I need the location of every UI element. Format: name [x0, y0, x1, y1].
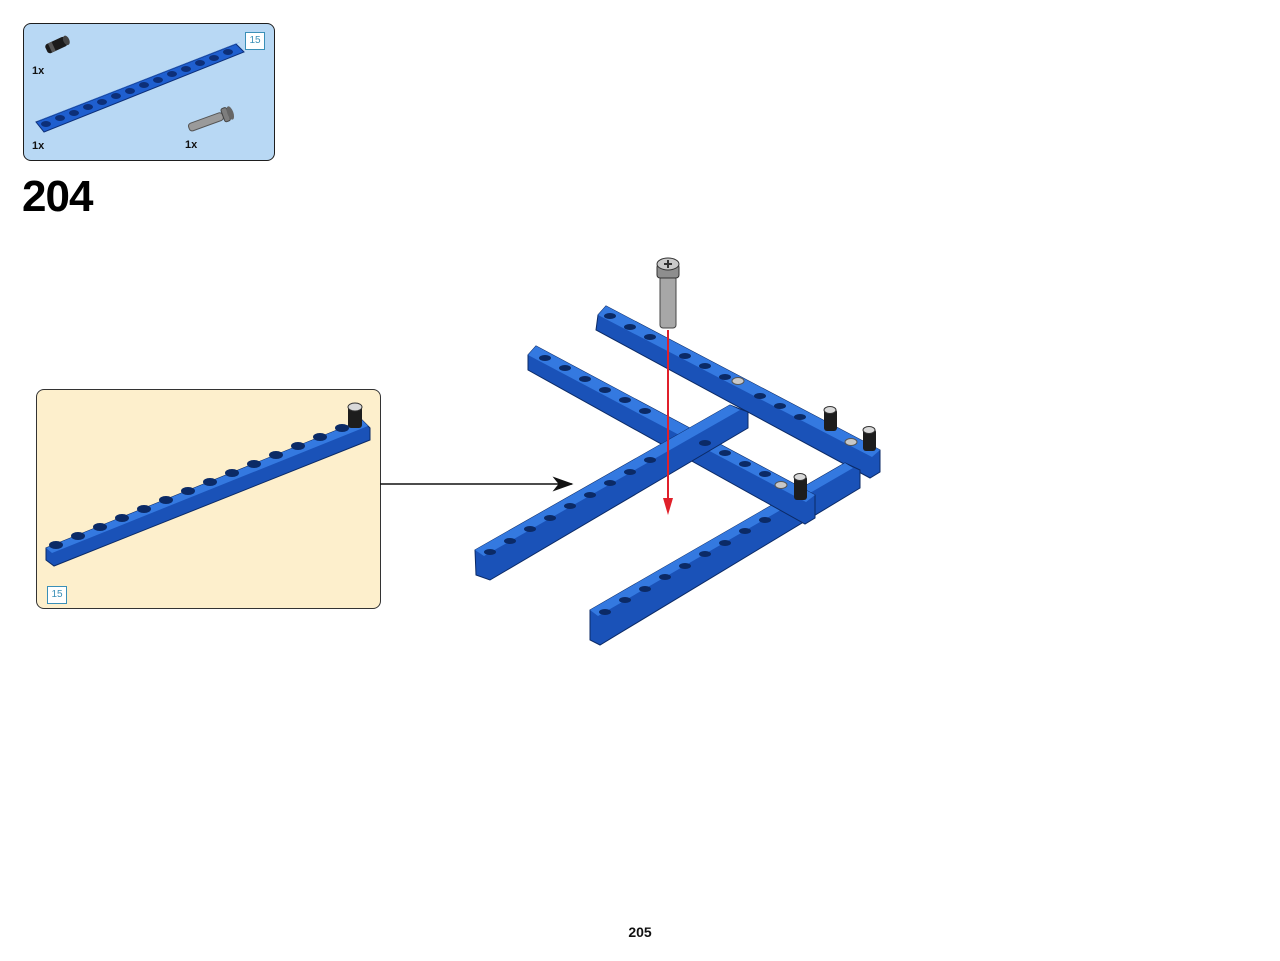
parts-list-callout: 1x 1x 1x 15	[23, 23, 275, 161]
length-callout: 15	[245, 32, 265, 50]
page-number: 205	[628, 924, 652, 940]
quantity-label: 1x	[185, 139, 198, 151]
insertion-arrow	[663, 330, 673, 515]
length-callout: 15	[47, 586, 67, 604]
parts-illustration	[35, 35, 245, 133]
black-pin-icon	[862, 426, 876, 451]
grey-pin-icon	[187, 106, 235, 132]
step-number: 204	[22, 172, 93, 221]
quantity-label: 1x	[32, 65, 45, 77]
beam-15-icon	[35, 42, 245, 133]
black-pin-icon	[347, 402, 363, 428]
main-assembly	[474, 257, 881, 646]
grey-pin-icon	[656, 257, 680, 329]
subassembly-beam	[45, 402, 371, 567]
black-pin-icon	[793, 473, 807, 500]
black-pin-icon	[823, 406, 837, 431]
black-pin-icon	[45, 35, 70, 54]
quantity-label: 1x	[32, 140, 45, 152]
subassembly-callout: 15	[36, 389, 381, 609]
